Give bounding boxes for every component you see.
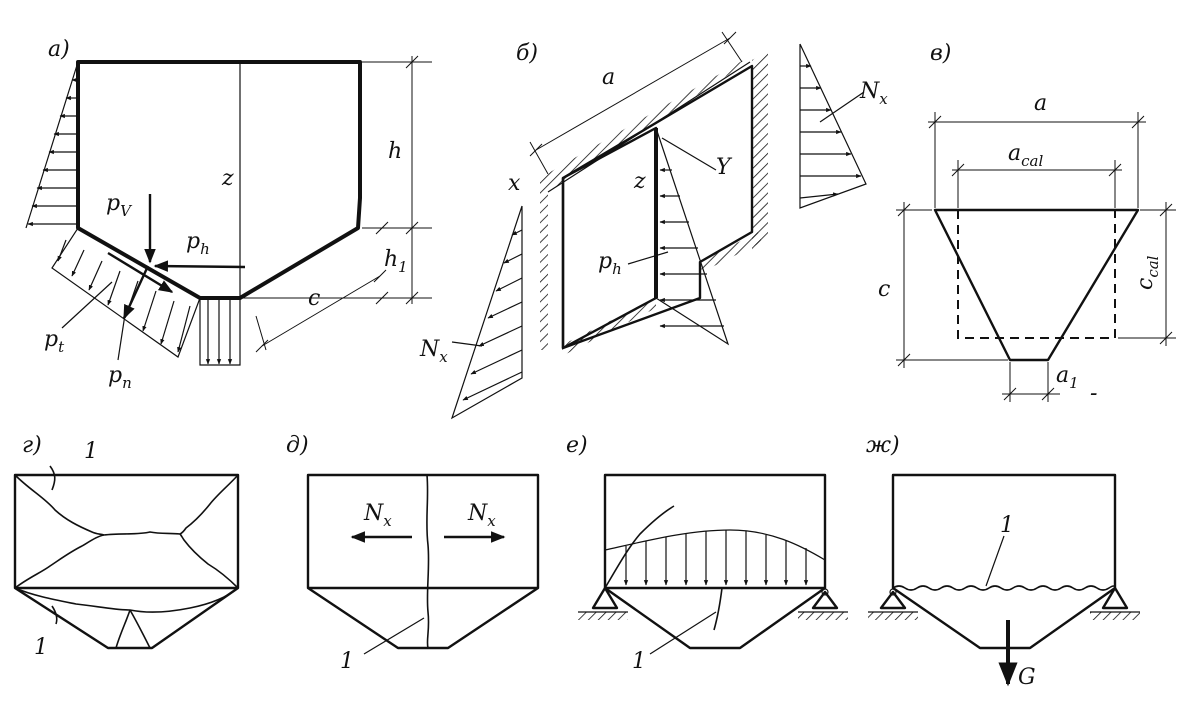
dimension-a [928,112,1146,208]
ccal-label: ccal [1133,255,1162,290]
panel-b: б) [419,31,888,420]
dimension-ccal [1118,202,1176,346]
dimension-c [255,269,387,353]
ph-label: ph [186,229,210,258]
crack-leader-e [649,611,717,655]
panel-label-v: в) [930,41,951,66]
panel-label-e: е) [566,433,588,458]
support-left-e [578,586,628,620]
ph-label-b: ph [598,249,622,278]
nx-leader-left [451,341,483,347]
panel-d: д) Nx Nx 1 [286,433,540,674]
pt-label: pt [44,327,65,356]
h-label: h [388,139,402,164]
pn-leader [117,307,127,361]
panel-label-b: б) [516,41,538,66]
crack-leader-d [363,617,425,655]
equivalent-rectangle [957,210,1116,339]
nx-label-d-right: Nx [467,501,496,530]
outlet-pressure [199,298,241,366]
load-curve [604,529,826,561]
panel-g: г) 1 1 [13,433,240,660]
diagonal-crack-e [604,505,675,589]
silo-outline [76,60,362,300]
nx-label-right: Nx [859,79,888,108]
ph-arrow [153,260,246,272]
g-label: G [1018,665,1036,690]
pn-arrow [122,265,150,320]
z-label: z [221,166,234,191]
z-label-b: z [633,169,646,194]
support-right-e [798,588,848,620]
crack-leader-zh [985,535,1005,587]
vertical-crack-e [713,587,723,631]
panel-v: в) a acal c [878,41,1176,406]
x-label: x [508,171,521,196]
silo-outline-e [603,473,827,650]
acal-label: acal [1008,141,1043,170]
dimension-acal [951,160,1122,208]
nx-label-d-left: Nx [363,501,392,530]
dimension-c-v [896,202,1008,368]
support-right-zh [1090,586,1140,620]
crack-number-e: 1 [632,649,646,674]
panel-zh: ж) 1 G [866,433,1140,690]
horizontal-pressure-diagram [25,61,79,229]
silo-outline-d [306,473,540,650]
nx-diagram-right [799,43,867,209]
dimension-h [240,55,432,305]
silo-outline-zh [891,473,1117,650]
crack-number-g-top: 1 [84,439,98,464]
vertical-crack-d [426,474,430,649]
horizontal-crack-zh [892,585,1116,591]
support-left-zh [868,588,918,620]
crack-number-zh: 1 [1000,513,1014,538]
dimension-a-skew [529,31,743,175]
hopper-trapezoid [933,208,1140,362]
nx-diagram-left [450,205,523,420]
ph-triangle [655,127,730,346]
a-skew-label: a [602,65,615,90]
nx-label-left: Nx [419,337,448,366]
crack-number-d: 1 [340,649,354,674]
panel-label-a: а) [48,37,70,62]
pn-label: pn [108,363,132,392]
panel-e: е) 1 [566,433,848,674]
panel-label-g: г) [22,433,42,458]
y-leader [661,137,717,171]
ph-leader [627,251,669,265]
pv-label: pV [106,191,133,220]
fixed-walls [540,52,768,356]
panel-a: а) [25,37,432,392]
c-label-v: c [878,277,890,302]
pt-leader [61,281,113,329]
y-label: Y [716,155,733,180]
normal-pressure-diagram [51,227,201,358]
dimension-a1 [1002,362,1060,402]
a1-dash: - [1090,381,1097,406]
cracks-g [14,465,239,649]
panel-label-d: д) [286,433,309,458]
h1-label: h1 [384,247,408,276]
pt-arrow [107,251,174,294]
a-label: a [1034,91,1047,116]
load-arrows-e [623,530,809,586]
crack-number-g-bottom: 1 [34,635,48,660]
c-label: c [308,286,320,311]
a1-label: a1 [1056,363,1079,392]
panel-label-zh: ж) [866,433,900,458]
nx-leader-right [819,91,865,123]
